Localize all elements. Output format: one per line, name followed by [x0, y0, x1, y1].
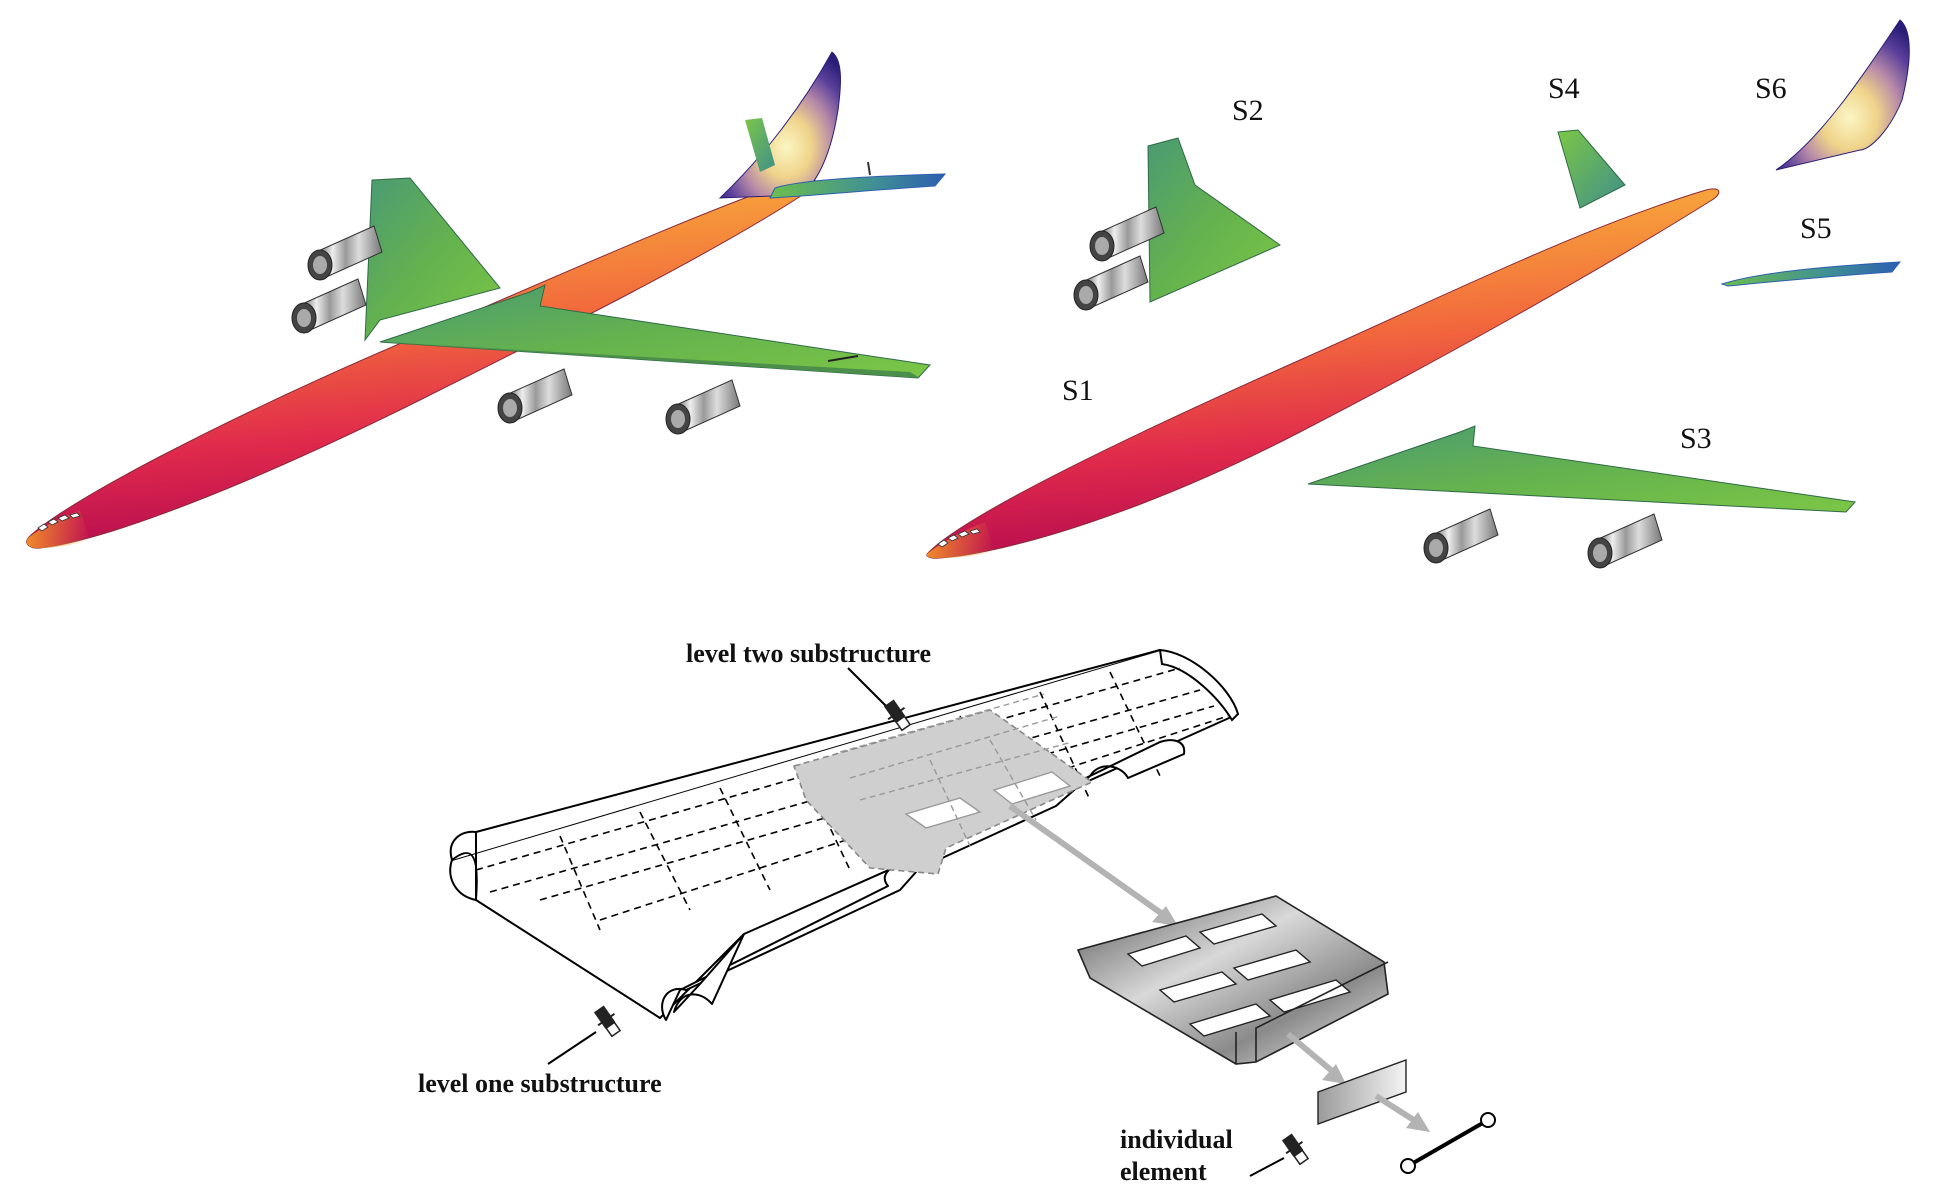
label-s3: S3 — [1680, 422, 1712, 455]
near-wing — [379, 284, 932, 379]
label-s1: S1 — [1062, 374, 1094, 407]
part-s2 — [1147, 137, 1282, 303]
extracted-box — [1076, 895, 1389, 1065]
part-s4 — [1557, 129, 1626, 209]
pen-icon-level-one — [592, 1004, 622, 1038]
part-s1 — [926, 188, 1720, 559]
pen-icon-element — [1280, 1132, 1310, 1166]
assembled-aircraft — [26, 51, 947, 549]
flap-outer — [1089, 739, 1186, 779]
part-s6 — [1775, 19, 1910, 171]
wing-wireframe: level two substructure level one substru… — [418, 639, 1496, 1186]
cockpit-windows — [37, 512, 81, 532]
level-two-box — [792, 709, 1094, 875]
part-s3 — [1307, 425, 1856, 513]
label-level-two: level two substructure — [686, 639, 931, 668]
label-level-one: level one substructure — [418, 1069, 662, 1098]
extracted-panel — [1317, 1059, 1407, 1125]
extract-arrow-2 — [1286, 1031, 1340, 1079]
far-wing — [364, 177, 501, 342]
label-s5: S5 — [1800, 212, 1832, 245]
vertical-tail — [718, 51, 841, 199]
label-s6: S6 — [1755, 72, 1787, 105]
label-individual: individual — [1120, 1125, 1233, 1154]
label-s2: S2 — [1232, 94, 1264, 127]
label-element: element — [1120, 1157, 1207, 1186]
extract-arrow-1 — [1008, 803, 1170, 921]
exploded-aircraft: S2 S4 S6 S5 S1 S3 — [926, 19, 1910, 569]
label-s4: S4 — [1548, 72, 1580, 105]
near-stabilizer — [769, 173, 947, 199]
far-stabilizer — [745, 118, 775, 172]
part-s5 — [1720, 261, 1902, 287]
individual-element — [1400, 1112, 1496, 1174]
